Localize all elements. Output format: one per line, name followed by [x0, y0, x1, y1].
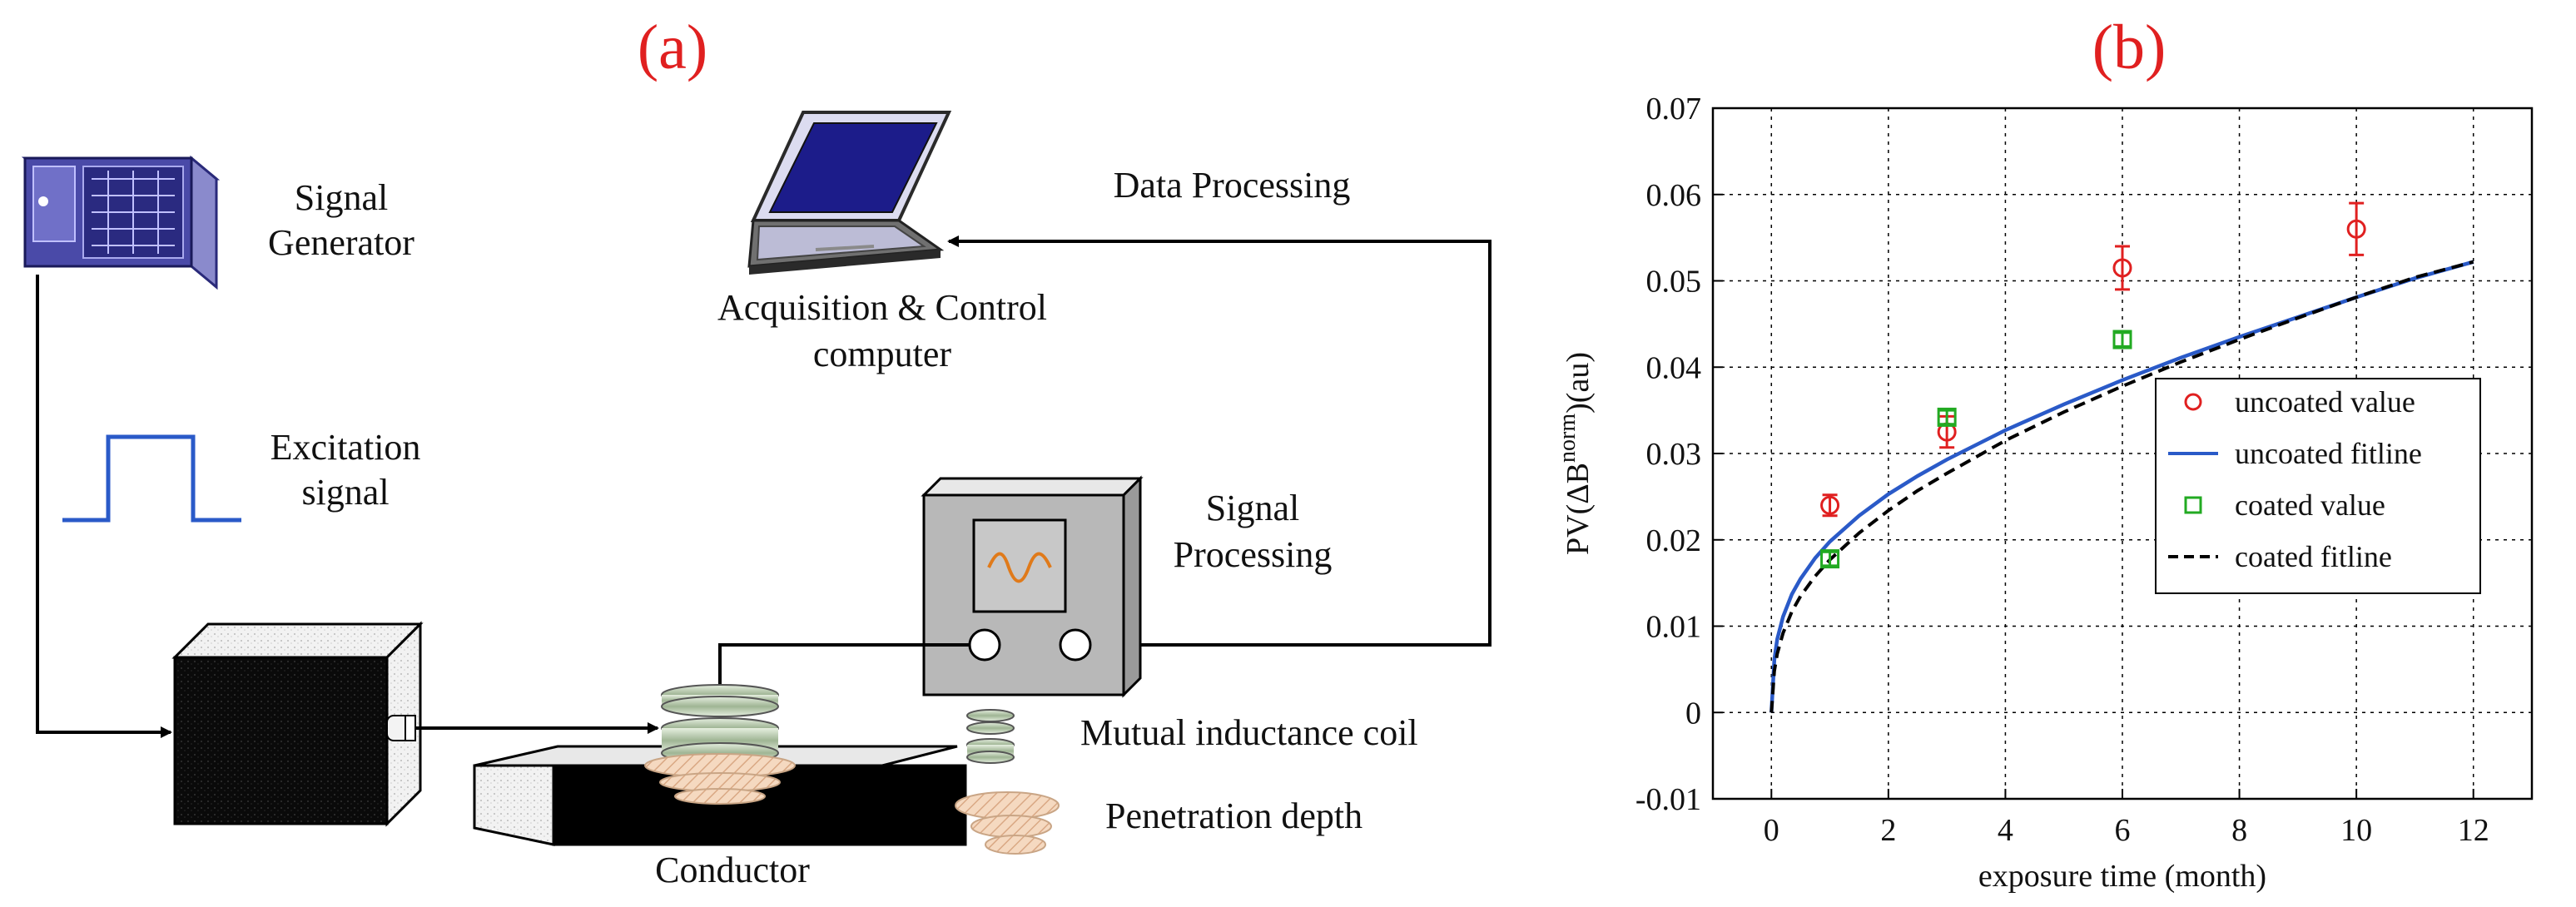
wire-processing-to-coil [718, 643, 970, 691]
mutual-inductance-coil-icon [644, 684, 796, 805]
y-tick-label: 0 [1685, 696, 1701, 731]
conductor-label: Conductor [655, 850, 810, 890]
legend-label: coated fitline [2235, 540, 2392, 573]
series-line-coated-fitline [1769, 260, 2474, 713]
excitation-pulse-icon [62, 434, 241, 523]
legend-label: uncoated value [2235, 385, 2415, 419]
x-tick-label: 4 [1998, 813, 2013, 848]
data-point-uncoated-value [2346, 219, 2366, 239]
signal-processing-icon [921, 475, 1144, 698]
wire-generator-to-box [36, 275, 172, 738]
penetration-depth-label: Penetration depth [1105, 795, 1362, 836]
data-point-uncoated-value [1820, 495, 1840, 515]
wire-processing-to-computer [947, 235, 1491, 647]
x-tick-label: 12 [2458, 813, 2489, 848]
conductor-icon [473, 745, 967, 846]
y-axis-label: PV(ΔBnorm)(au) [1555, 352, 1596, 555]
x-tick-label: 8 [2231, 813, 2247, 848]
y-tick-label: 0.01 [1646, 610, 1702, 645]
mutual-inductance-coil-label: Mutual inductance coil [1080, 712, 1418, 753]
y-tick-label: 0.04 [1646, 350, 1702, 385]
data-processing-label: Data Processing [1114, 165, 1351, 206]
instrument-box-icon [171, 621, 424, 827]
legend-marker [2184, 496, 2202, 514]
data-point-coated-value [1820, 549, 1840, 569]
signal-generator-icon [21, 155, 221, 290]
laptop-icon [747, 111, 952, 275]
x-axis-label: exposure time (month) [1978, 859, 2266, 894]
y-tick-label: 0.02 [1646, 523, 1702, 558]
data-point-coated-value [2112, 330, 2132, 349]
legend-label: uncoated fitline [2235, 437, 2422, 470]
plot-frame [1711, 107, 2534, 800]
y-tick-label: 0.05 [1646, 265, 1702, 300]
x-tick-label: 6 [2115, 813, 2131, 848]
legend-marker [2184, 393, 2202, 411]
y-tick-label: 0.06 [1646, 178, 1702, 213]
y-tick-label: -0.01 [1635, 782, 1701, 817]
x-tick-label: 10 [2340, 813, 2372, 848]
coil-legend-icon [966, 709, 1015, 764]
data-point-coated-value [1937, 407, 1957, 427]
series-group [1769, 201, 2474, 713]
panel-label-a: (a) [638, 12, 707, 82]
penetration-depth-legend-icon [955, 791, 1060, 855]
y-tick-label: 0.07 [1646, 92, 1702, 126]
y-tick-label: 0.03 [1646, 437, 1702, 472]
x-tick-label: 0 [1764, 813, 1779, 848]
legend-label: coated value [2235, 488, 2385, 522]
panel-label-b: (b) [2092, 12, 2167, 82]
plot-area: 0 2 4 6 8 10 12 -0.01 0 0.01 0.02 0.03 0.04 0.05 0.06 0… [1555, 92, 2534, 894]
x-tick-label: 2 [1880, 813, 1896, 848]
data-point-uncoated-value [2112, 258, 2132, 278]
